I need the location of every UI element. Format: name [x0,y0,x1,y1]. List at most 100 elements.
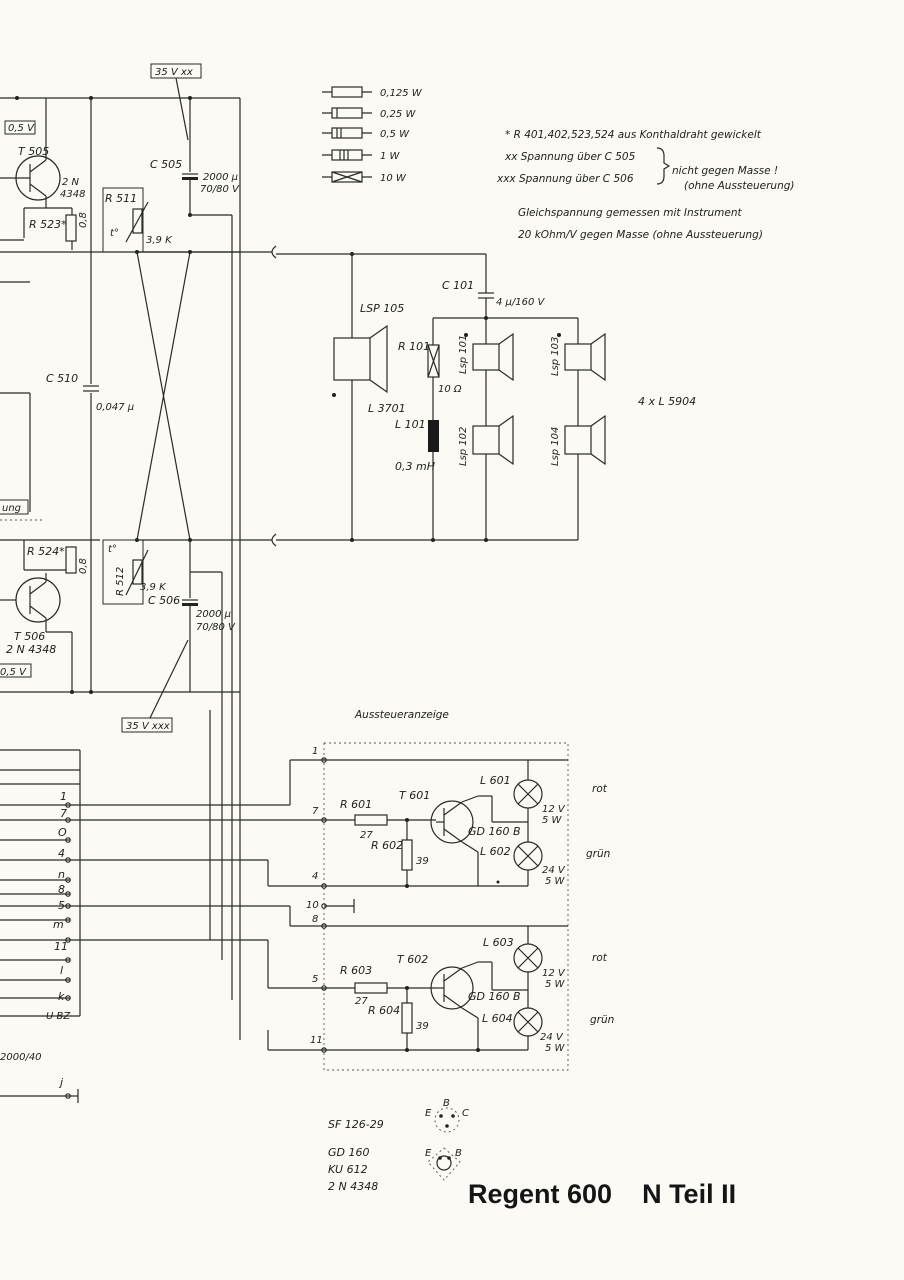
note-dc-measured: Gleichspannung gemessen mit Instrument [518,207,743,219]
connector-wiring [209,692,241,1040]
l602-rating-b: 5 W [545,876,566,887]
voltage-tag-bottom [121,717,173,733]
r512-value: 3,9 K [140,582,167,593]
speaker-group-label: 4 x L 5904 [638,395,696,408]
r511-label: R 511 [105,192,137,205]
r511-value: 3,9 K [146,235,173,246]
note-no-modulation: (ohne Aussteuerung) [684,180,795,192]
meter-title: Aussteueranzeige [354,709,449,721]
voltage-t506: 0,5 V [0,667,27,678]
r524-resistor [65,546,77,574]
t601-transistor-symbol [430,800,474,844]
pin-m: m [53,918,64,931]
r604-resistor [401,1002,413,1034]
t602-type: GD 160 B [468,990,521,1003]
l3701-label: L 3701 [368,402,406,415]
note-c505: xx Spannung über C 505 [504,151,636,163]
pin-8: 8 [58,883,65,896]
legend-0125w: 0,125 W [380,88,423,99]
transistor-pinouts: SF 126-29 B E C GD 160 KU 612 2 N 4348 E… [328,1098,469,1193]
l101-label: L 101 [395,418,426,431]
r602-value: 39 [416,856,429,867]
voltage-tag-t505 [4,120,36,135]
pin-label-b1: B [443,1098,450,1109]
l604-rating-a: 24 V [540,1032,564,1043]
c505-capacitor [182,177,198,180]
legend-025w: 0,25 W [380,109,416,120]
r524-value: 0,8 [78,558,89,574]
meter-pin-7: 7 [312,806,319,817]
l602-color: grün [586,848,610,860]
meter-pin-8: 8 [312,914,318,925]
lsp103-label: Lsp 103 [550,337,561,376]
level-indicator-module: Aussteueranzeige 1 7 R 601 27 R 602 39 T… [267,709,614,1071]
r524-label: R 524* [27,545,65,558]
c506-label: C 506 [148,594,180,607]
sf-package-icon [434,1107,460,1133]
lsp105-label: LSP 105 [360,302,404,315]
lsp103-speaker [564,343,592,371]
power-legend: 0,125 W 0,25 W 0,5 W 1 W 10 W [322,86,423,184]
lsp101-speaker [472,343,500,371]
connector-cap: 2000/40 [0,1052,42,1063]
c101-value: 4 µ/160 V [496,297,546,308]
note-not-ground: nicht gegen Masse ! [672,165,778,177]
r512-temp: t° [108,544,117,555]
t506-label: T 506 [14,630,45,643]
c101-label: C 101 [442,279,474,292]
lsp105-speaker [333,337,371,381]
legend-1w: 1 W [380,151,401,162]
legend-10w: 10 W [380,173,407,184]
speaker-network: C 101 4 µ/160 V LSP 105 L 3701 R 101 10 … [276,252,696,542]
t506-transistor-symbol [15,577,61,623]
r101-label: R 101 [398,340,430,353]
pin-label-b2: B [455,1148,462,1159]
voltage-top: 35 V xx [155,67,193,78]
t506-type: 2 N 4348 [6,643,56,656]
r602-label: R 602 [371,839,403,852]
lsp102-speaker [472,425,500,455]
r604-label: R 604 [368,1004,400,1017]
r603-label: R 603 [340,964,372,977]
meter-pin-5: 5 [312,974,318,985]
c506-value-b: 70/80 V [196,622,236,633]
note-resistors: * R 401,402,523,524 aus Konthaldraht gew… [505,129,762,141]
lsp101-label: Lsp 101 [458,335,469,374]
voltage-tag-t506 [0,663,32,678]
pin-label-e2: E [425,1148,432,1159]
notes-block: * R 401,402,523,524 aus Konthaldraht gew… [496,129,795,241]
r512-label: R 512 [115,567,126,596]
amplifier-output-stage: 35 V xx 0,5 V T 505 2 N 4348 R 523* 0,8 … [0,63,277,733]
l602-rating-a: 24 V [542,865,566,876]
l601-rating-b: 5 W [542,815,563,826]
pin-n: n [58,868,65,881]
t602-label: T 602 [397,953,428,966]
t601-type: GD 160 B [468,825,521,838]
r604-value: 39 [416,1021,429,1032]
pin-label-e1: E [425,1108,432,1119]
pinout-ku: KU 612 [328,1163,368,1176]
l601-color: rot [592,783,608,795]
r523-value: 0,8 [78,212,89,228]
c510-value: 0,047 µ [96,402,134,413]
meter-pin-4: 4 [312,871,318,882]
l101-value: 0,3 mH [395,460,435,473]
l601-label: L 601 [480,774,511,787]
meter-board-outline [323,742,569,1071]
pinout-sf: SF 126-29 [328,1118,384,1131]
l603-color: rot [592,952,608,964]
legend-05w: 0,5 W [380,129,410,140]
pin-ubz: U BZ [46,1011,71,1022]
c506-capacitor [182,603,198,606]
c510-label: C 510 [46,372,78,385]
pinout-gd: GD 160 [328,1146,370,1159]
left-cut-label: ung [2,503,21,514]
l601-rating-a: 12 V [542,804,566,815]
t505-type-a: 2 N [62,177,80,188]
r523-resistor [65,214,77,242]
pin-label-c1: C [462,1108,469,1119]
r511-temp: t° [110,228,119,239]
r602-resistor [401,839,413,871]
c505-label: C 505 [150,158,182,171]
